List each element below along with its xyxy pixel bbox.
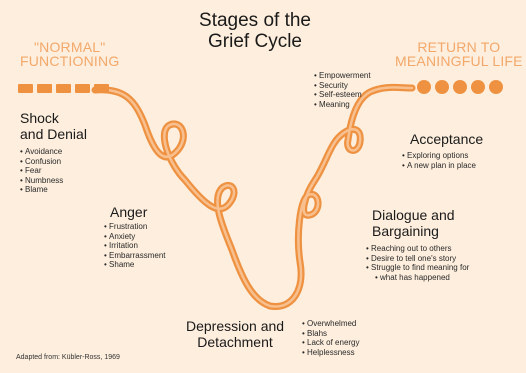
acceptance-stage-title: Acceptance (410, 131, 483, 147)
shock-title-line-1: Shock (20, 110, 87, 126)
list-item: Helplessness (302, 348, 360, 358)
dash (37, 84, 52, 93)
list-item: Irritation (104, 241, 166, 251)
list-item: Exploring options (402, 151, 476, 161)
list-item: Desire to tell one's story (366, 254, 469, 264)
depression-title-line-2: Detachment (186, 334, 284, 350)
list-item: A new plan in place (402, 161, 476, 171)
dot (489, 80, 503, 94)
title-line-1: Stages of the (180, 10, 330, 31)
dot (471, 80, 485, 94)
dot (417, 80, 431, 94)
depression-title-line-1: Depression and (186, 318, 284, 334)
list-item: Confusion (20, 157, 63, 167)
list-item: Struggle to find meaning for (366, 263, 469, 273)
list-item: Embarrassment (104, 251, 166, 261)
anger-items: Frustration Anxiety Irritation Embarrass… (104, 222, 166, 270)
list-item: Reaching out to others (366, 244, 469, 254)
dot (435, 80, 449, 94)
normal-label-line-1: "NORMAL" (20, 40, 119, 54)
list-item: Shame (104, 260, 166, 270)
normal-label-line-2: FUNCTIONING (20, 54, 119, 68)
start-dashes (18, 84, 109, 93)
return-label-line-2: MEANINGFUL LIFE (395, 54, 523, 68)
list-item: Lack of energy (302, 338, 360, 348)
list-item: Numbness (20, 176, 63, 186)
list-item: Blahs (302, 329, 360, 339)
dash (94, 84, 109, 93)
list-item: Frustration (104, 222, 166, 232)
dialogue-stage-title: Dialogue and Bargaining (372, 207, 455, 239)
list-item: Blame (20, 185, 63, 195)
list-item: Avoidance (20, 147, 63, 157)
shock-title-line-2: and Denial (20, 126, 87, 142)
anger-stage-title: Anger (110, 204, 147, 220)
dash (18, 84, 33, 93)
depression-stage-title: Depression and Detachment (186, 318, 284, 350)
list-item: Security (314, 81, 371, 91)
dash (75, 84, 90, 93)
title-line-2: Grief Cycle (180, 31, 330, 52)
list-item: Fear (20, 166, 63, 176)
return-label-line-1: RETURN TO (395, 40, 523, 54)
depression-items: Overwhelmed Blahs Lack of energy Helples… (302, 319, 360, 357)
list-item: Empowerment (314, 71, 371, 81)
list-item: Meaning (314, 100, 371, 110)
end-dots (417, 80, 503, 94)
list-item: Anxiety (104, 232, 166, 242)
acceptance-items: Exploring options A new plan in place (402, 151, 476, 170)
dialogue-items: Reaching out to others Desire to tell on… (366, 244, 469, 282)
return-to-meaningful-life-label: RETURN TO MEANINGFUL LIFE (395, 40, 523, 68)
list-item: Overwhelmed (302, 319, 360, 329)
diagram-title: Stages of the Grief Cycle (180, 10, 330, 52)
top-right-items: Empowerment Security Self-esteem Meaning (314, 71, 371, 109)
dash (56, 84, 71, 93)
list-item: what has happened (366, 273, 469, 283)
dialogue-title-line-2: Bargaining (372, 223, 455, 239)
source-footnote: Adapted from: Kübler-Ross, 1969 (16, 354, 120, 361)
list-item: Self-esteem (314, 90, 371, 100)
normal-functioning-label: "NORMAL" FUNCTIONING (20, 40, 119, 68)
shock-items: Avoidance Confusion Fear Numbness Blame (20, 147, 63, 195)
ribbon-highlight (95, 87, 412, 306)
dialogue-title-line-1: Dialogue and (372, 207, 455, 223)
shock-stage-title: Shock and Denial (20, 110, 87, 142)
dot (453, 80, 467, 94)
